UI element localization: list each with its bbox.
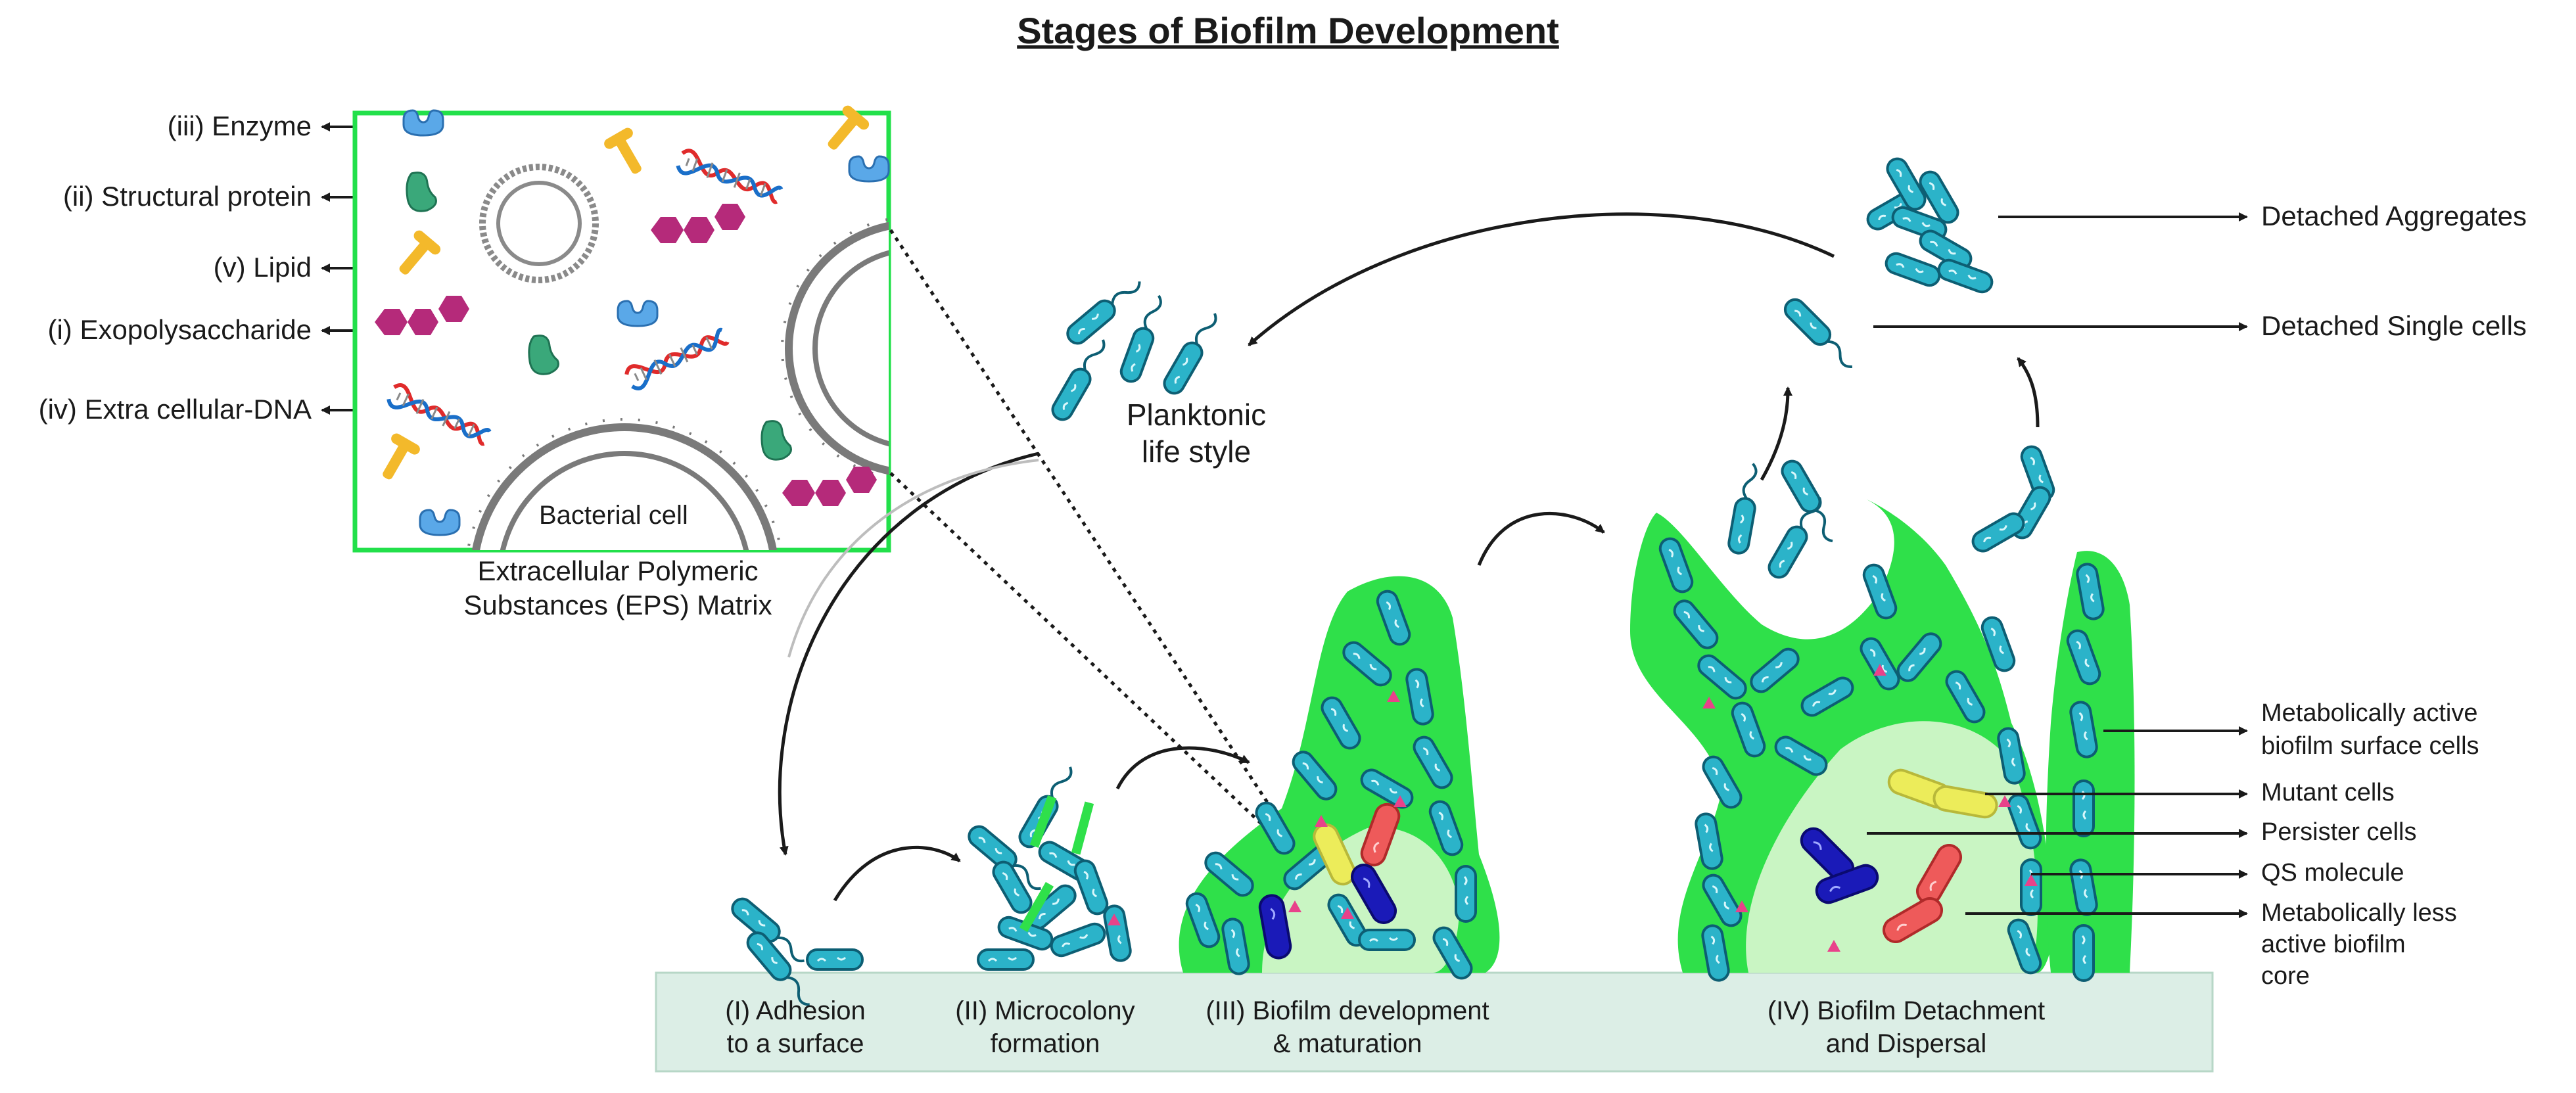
- detached-aggregates: [1863, 154, 1996, 296]
- right-label-arrows: [1867, 212, 2248, 918]
- stage-3-line2: & maturation: [1273, 1029, 1422, 1058]
- page-title: Stages of Biofilm Development: [1017, 10, 1559, 51]
- bacterial-cell-icon: [466, 418, 783, 550]
- flow-arrows: [778, 212, 2040, 902]
- planktonic-return-line: [787, 459, 1039, 658]
- bacterial-cell-label: Bacterial cell: [539, 501, 688, 530]
- stage-3-biofilm: [1179, 576, 1500, 983]
- label-extracellular-dna: (iv) Extra cellular-DNA: [38, 394, 312, 425]
- stage-1-line1: (I) Adhesion: [725, 996, 866, 1025]
- stage-2-label: (II) Microcolony formation: [927, 994, 1163, 1060]
- qs-molecule-label: QS molecule: [2261, 859, 2404, 887]
- detached-single-cell: [1781, 296, 1860, 374]
- stage-2-line1: (II) Microcolony: [955, 996, 1135, 1025]
- stage-4-label: (IV) Biofilm Detachment and Dispersal: [1742, 994, 2071, 1060]
- planktonic-label: Planktonic life style: [1085, 396, 1308, 470]
- eps-caption: Extracellular Polymeric Substances (EPS)…: [421, 554, 815, 622]
- active-cells-label: Metabolically active biofilm surface cel…: [2261, 697, 2479, 762]
- label-enzyme: (iii) Enzyme: [167, 110, 312, 141]
- label-exopolysaccharide: (i) Exopolysaccharide: [47, 314, 312, 345]
- stage-1-label: (I) Adhesion to a surface: [684, 994, 907, 1060]
- mutant-cells-label: Mutant cells: [2261, 779, 2395, 806]
- label-lipid: (v) Lipid: [213, 252, 312, 283]
- stage-2-line2: formation: [990, 1029, 1100, 1058]
- core-line2: active biofilm: [2261, 931, 2406, 958]
- stage-4-biofilm: [1630, 500, 2135, 983]
- vesicle-icon: [479, 164, 599, 283]
- core-line3: core: [2261, 962, 2310, 990]
- stage-3-line1: (III) Biofilm development: [1206, 996, 1489, 1025]
- detached-single-cells-label: Detached Single cells: [2261, 310, 2527, 341]
- eps-caption-line2: Substances (EPS) Matrix: [463, 590, 772, 620]
- stage-4-line2: and Dispersal: [1825, 1029, 1987, 1058]
- label-structural-protein: (ii) Structural protein: [62, 181, 312, 212]
- core-line1: Metabolically less: [2261, 899, 2457, 927]
- stage-3-label: (III) Biofilm development & maturation: [1183, 994, 1512, 1060]
- core-label: Metabolically less active biofilm core: [2261, 897, 2457, 992]
- eps-matrix-inset: [352, 103, 891, 553]
- cell-membrane-icon: [781, 218, 889, 479]
- eps-caption-line1: Extracellular Polymeric: [477, 555, 759, 586]
- active-cells-line2: biofilm surface cells: [2261, 732, 2479, 760]
- stage-2-microcolony: [964, 760, 1134, 971]
- stage-4-line1: (IV) Biofilm Detachment: [1767, 996, 2046, 1025]
- planktonic-line2: life style: [1141, 434, 1252, 469]
- detached-aggregates-label: Detached Aggregates: [2261, 200, 2527, 231]
- persister-cells-label: Persister cells: [2261, 818, 2417, 846]
- planktonic-line1: Planktonic: [1126, 398, 1267, 432]
- stage-1-line2: to a surface: [726, 1029, 864, 1058]
- active-cells-line1: Metabolically active: [2261, 699, 2478, 727]
- surface-substrate: [655, 971, 2214, 1073]
